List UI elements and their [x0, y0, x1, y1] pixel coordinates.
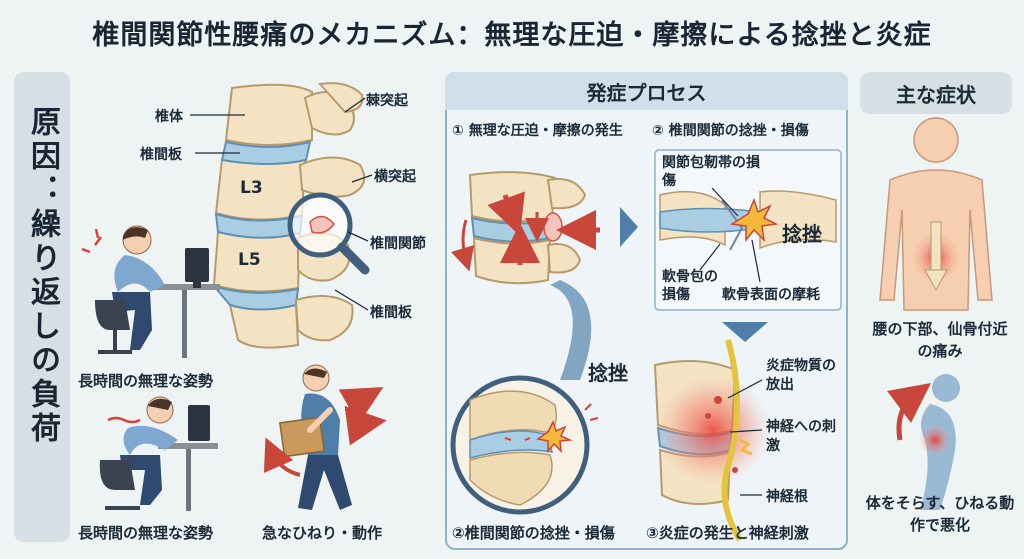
label-zoom-caption: ②椎間関節の捻挫・損傷 [452, 524, 615, 542]
label-facet-joint: 椎間関節 [370, 236, 426, 252]
inflammation-illustration [653, 339, 771, 542]
cause-caption-2: 長時間の無理な姿勢 [78, 524, 214, 542]
process-step2-label: ② 椎間関節の捻挫・損傷 [652, 123, 809, 139]
disc-lower [211, 284, 300, 311]
sprain-burst-icon [729, 197, 779, 243]
label-cartilage-wear: 軟骨表面の摩耗 [722, 287, 820, 303]
label-l3: L3 [240, 178, 263, 198]
chevron-down-icon [722, 322, 768, 342]
label-disc-lower: 椎間板 [370, 305, 412, 321]
label-capsule-damage: 関節包靭帯の損傷 [662, 155, 760, 189]
label-cartilage-damage: 軟骨包の損傷 [662, 269, 718, 303]
transverse-process [298, 156, 366, 198]
symptom-1-label: 腰の下部、仙骨付近の痛み [872, 320, 1008, 360]
label-transverse-process: 横突起 [374, 169, 416, 185]
person-desk-bottom [99, 396, 218, 511]
label-l5: L5 [238, 250, 261, 270]
page-title: 椎間関節性腰痛のメカニズム：無理な圧迫・摩擦による捻挫と炎症 [92, 19, 932, 51]
label-vertebral-body: 椎体 [155, 109, 183, 125]
person-twisting [263, 364, 387, 510]
label-spinous-process: 棘突起 [366, 93, 408, 109]
posterior-sacral [294, 295, 354, 342]
process-step1-illustration [451, 171, 600, 380]
zoom-facet-joint [450, 375, 599, 515]
symptom-2-label: 体をそらす、ひねる動作で悪化 [865, 494, 1015, 534]
symptom-body-back [879, 117, 993, 311]
process-step1-label: ① 無理な圧迫・摩擦の発生 [452, 123, 623, 139]
spine-anatomy [190, 82, 373, 349]
cause-heading: 原因：繰り返しの負荷 [25, 106, 60, 446]
process-heading: 発症プロセス [445, 72, 848, 110]
label-zoom-sprain: 捻挫 [588, 361, 628, 385]
cause-caption-3: 急なひねり・動作 [262, 524, 383, 542]
label-nerve-stim: 神経への刺激 [766, 419, 836, 454]
symptoms-heading: 主な症状 [860, 72, 1012, 114]
cause-caption-1: 長時間の無理な姿勢 [78, 372, 214, 390]
label-inflammatory: 炎症物質の放出 [766, 358, 836, 393]
vertebra-1 [224, 83, 313, 146]
label-nerve-root: 神経根 [766, 489, 808, 505]
chevron-right-icon [620, 207, 638, 247]
label-sprain: 捻挫 [782, 222, 822, 246]
symptom-body-bending [886, 374, 960, 510]
cause-heading-tab: 原因：繰り返しの負荷 [14, 72, 70, 542]
disc-upper [220, 140, 312, 165]
label-disc: 椎間板 [140, 147, 182, 163]
process-step2-inset [654, 149, 842, 311]
label-step3: ③炎症の発生と神経刺激 [646, 524, 809, 542]
person-desk-top [81, 225, 220, 358]
nerve-root-icon [721, 339, 743, 542]
